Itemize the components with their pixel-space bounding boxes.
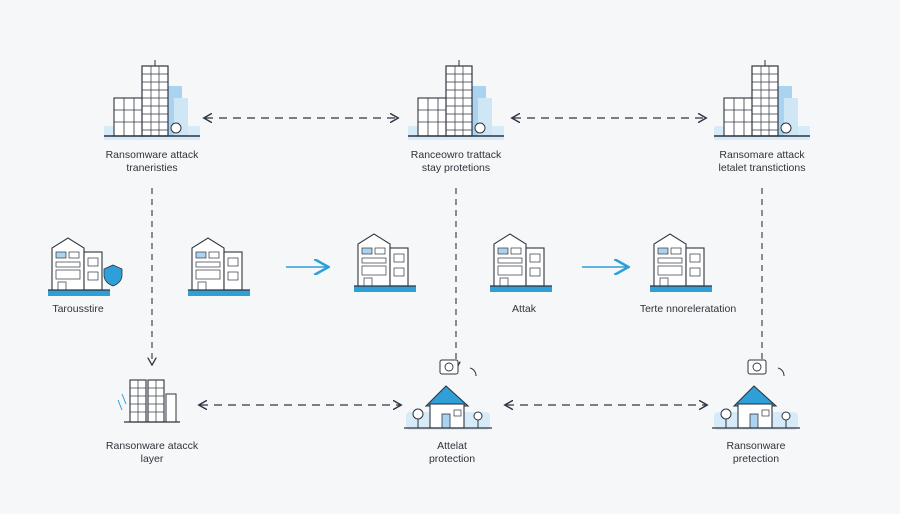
townhouse-shield-icon [47, 237, 111, 297]
node-label-middle-4: Attak [512, 303, 536, 315]
townhouse-icon [187, 237, 251, 297]
office-towers-icon [103, 59, 201, 141]
server-building-icon [117, 379, 181, 423]
shield-icon [103, 264, 123, 287]
office-towers-icon [713, 59, 811, 141]
townhouse-icon [353, 233, 417, 293]
townhouse-icon [489, 233, 553, 293]
node-label-middle-1: Tarousstire [52, 303, 104, 315]
townhouse-icon [649, 233, 713, 293]
node-label-middle-5: Terte nnoreleratation [639, 303, 737, 315]
house-protection-icon [403, 359, 493, 431]
office-towers-icon [407, 59, 505, 141]
house-protection-icon [711, 359, 801, 431]
